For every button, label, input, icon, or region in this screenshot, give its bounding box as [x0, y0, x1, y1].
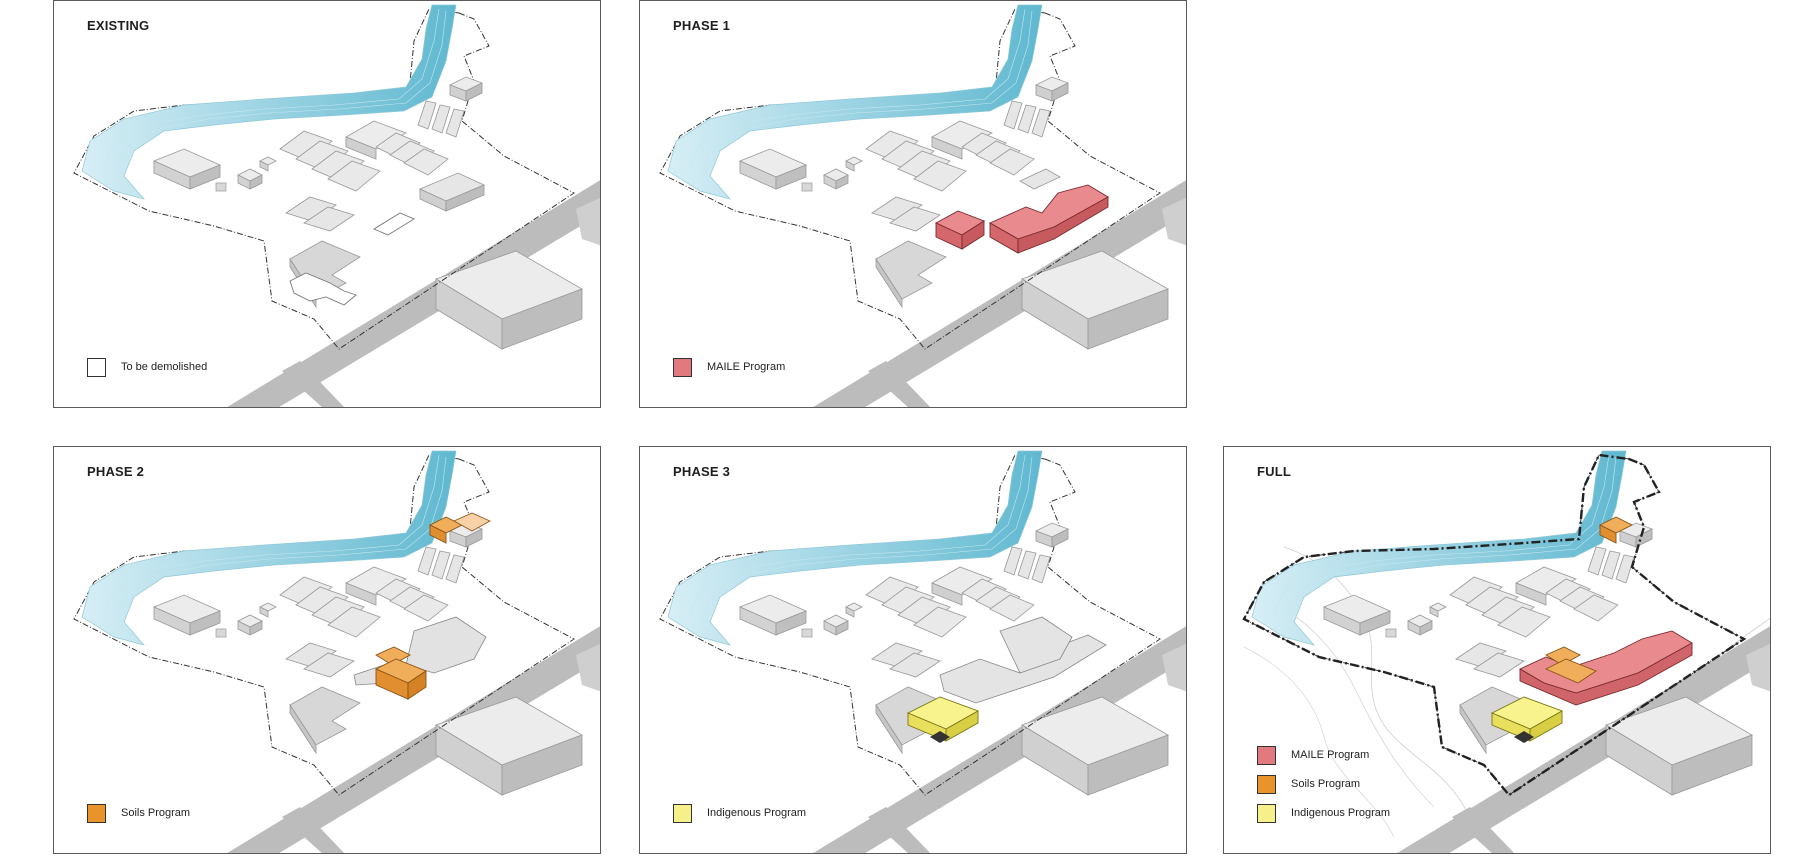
panel-title: PHASE 2 — [87, 464, 145, 479]
legend-swatch-demolished — [87, 357, 106, 377]
site-diagram-phase2 — [73, 450, 600, 853]
legend-item: MAILE Program — [673, 357, 785, 377]
legend-swatch-soils — [87, 803, 106, 823]
legend-item: Indigenous Program — [673, 803, 806, 823]
legend-swatch-maile — [673, 357, 692, 377]
site-diagram-phase1 — [659, 4, 1186, 407]
legend-swatch-maile — [1257, 745, 1276, 765]
site-diagram-existing — [73, 4, 600, 407]
legend-item: Indigenous Program — [1257, 803, 1390, 823]
legend-label: MAILE Program — [1291, 749, 1370, 761]
legend-label: Indigenous Program — [707, 807, 807, 819]
panel-existing: EXISTING To be demolished — [53, 0, 601, 408]
panel-title: PHASE 1 — [673, 18, 731, 33]
legend-label: MAILE Program — [707, 361, 786, 373]
panel-title: FULL — [1257, 464, 1292, 479]
legend-item: To be demolished — [87, 357, 207, 377]
panel-phase1: PHASE 1 MAILE Program — [639, 0, 1187, 408]
legend-swatch-indigenous — [1257, 803, 1276, 823]
legend-label: To be demolished — [121, 361, 208, 373]
legend-label: Soils Program — [1291, 778, 1361, 790]
legend-label: Indigenous Program — [1291, 807, 1391, 819]
panel-full: FULL MAILE Program Soils Program Indigen… — [1223, 446, 1771, 854]
legend-label: Soils Program — [121, 807, 191, 819]
legend: To be demolished — [87, 348, 207, 377]
legend-item: Soils Program — [1257, 774, 1390, 794]
legend-item: MAILE Program — [1257, 745, 1390, 765]
legend-swatch-soils — [1257, 774, 1276, 794]
panel-phase3: PHASE 3 Indigenous Program — [639, 446, 1187, 854]
legend: Indigenous Program — [673, 794, 806, 823]
legend: Soils Program — [87, 794, 190, 823]
site-diagram-phase3 — [659, 450, 1186, 853]
legend-swatch-indigenous — [673, 803, 692, 823]
legend: MAILE Program — [673, 348, 785, 377]
legend: MAILE Program Soils Program Indigenous P… — [1257, 736, 1390, 823]
site-diagram-full — [1242, 450, 1770, 853]
legend-item: Soils Program — [87, 803, 190, 823]
panel-phase2: PHASE 2 Soils Program — [53, 446, 601, 854]
panel-title: PHASE 3 — [673, 464, 731, 479]
panel-title: EXISTING — [87, 18, 150, 33]
